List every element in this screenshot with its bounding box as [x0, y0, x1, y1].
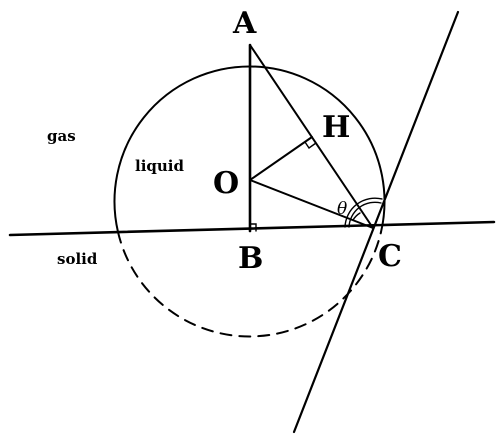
label-H: H — [322, 110, 350, 145]
right-angle-mark-B — [249, 223, 257, 232]
line-OC — [249, 179, 374, 229]
label-A: A — [232, 6, 257, 41]
label-B: B — [238, 241, 263, 276]
label-C: C — [378, 239, 402, 274]
solid-surface-line — [8, 220, 496, 237]
line-OH — [249, 136, 313, 181]
dashed-arc — [117, 231, 382, 338]
label-solid: solid — [57, 250, 98, 268]
right-angle-mark-H — [304, 141, 317, 149]
contact-angle-arc-outer — [344, 197, 383, 228]
label-liquid: liquid — [135, 157, 184, 175]
theta-angle-arc — [352, 212, 361, 221]
label-gas: gas — [47, 127, 76, 145]
label-O: O — [213, 166, 239, 201]
contact-angle-arc-inner — [348, 201, 382, 228]
tangent-line — [292, 10, 460, 434]
label-theta: θ — [337, 199, 347, 219]
